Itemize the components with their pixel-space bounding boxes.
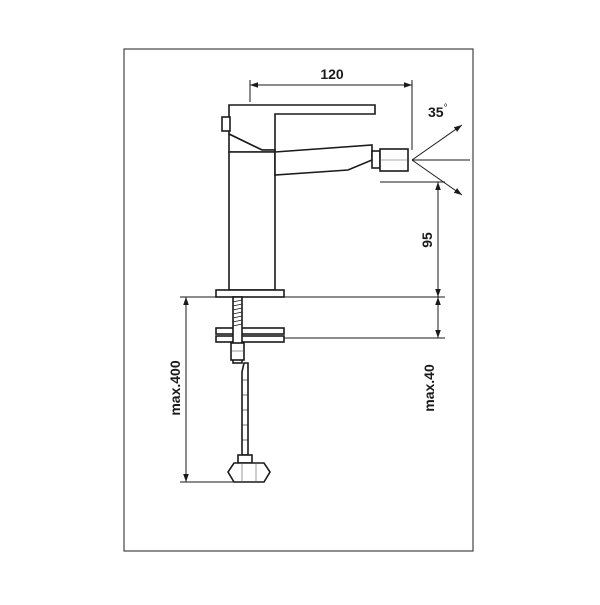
dimension-hose-length: max.400 [167,296,234,483]
cartridge-housing [228,132,276,153]
spout [274,144,373,176]
base-plate [215,289,285,298]
flexible-hose [241,362,249,456]
height-label: 95 [419,232,435,248]
dimension-height: 95 [284,181,445,298]
faucet-body [228,151,276,291]
deck-thickness-label: max.40 [421,364,437,412]
hose-ferrule [237,454,253,464]
dimension-angle: 35° [411,103,470,196]
hex-connector-nut [227,462,271,483]
nozzle-collar [371,150,381,169]
fixing-nut [230,342,245,361]
dimension-deck-thickness: max.40 [284,297,445,412]
drawing-border [123,48,474,552]
handle-knob [221,116,231,132]
fixing-plate-lower [215,335,285,343]
faucet-outline [215,104,409,483]
dimension-width: 120 [249,66,413,150]
hose-length-label: max.400 [167,360,183,415]
angle-label: 35° [428,103,448,120]
width-label: 120 [320,66,344,82]
threaded-rod [232,296,243,364]
fixing-plate-upper [215,327,285,335]
lever-handle [228,104,376,151]
